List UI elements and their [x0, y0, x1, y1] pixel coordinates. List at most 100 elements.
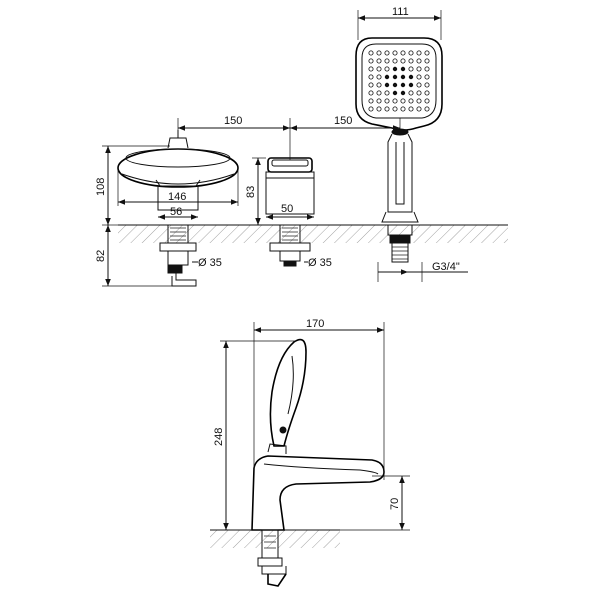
dim-spout-base: 56: [158, 206, 198, 220]
nozzle-dot: [416, 82, 422, 88]
nozzle-dot: [408, 106, 414, 112]
nozzle-dot: [368, 106, 374, 112]
nozzle-dot: [400, 74, 406, 80]
dim-label-170: 170: [306, 318, 324, 330]
dim-label-thread: G3/4": [432, 261, 460, 273]
nozzle-dot: [368, 58, 374, 64]
nozzle-dot: [408, 50, 414, 56]
nozzle-dot: [400, 66, 406, 72]
dim-label-150-left: 150: [224, 115, 242, 127]
nozzle-dot: [416, 50, 422, 56]
nozzle-dot: [376, 66, 382, 72]
dim-side-width: 170: [253, 318, 385, 480]
nozzle-dot: [400, 106, 406, 112]
nozzle-dot: [400, 98, 406, 104]
nozzle-dot: [392, 50, 398, 56]
hand-shower-front-view: [355, 37, 443, 263]
nozzle-dot: [400, 50, 406, 56]
dim-showerhead-width: 111: [357, 6, 442, 40]
dim-valve-width: 50: [266, 203, 314, 220]
dim-below-deck: 82: [95, 225, 172, 287]
nozzle-dot: [376, 106, 382, 112]
nozzle-dot: [392, 98, 398, 104]
spout-front-view: [117, 130, 239, 287]
dim-valve-height: 83: [245, 157, 266, 225]
nozzle-dot: [392, 58, 398, 64]
dim-label-111: 111: [392, 6, 409, 18]
dim-label-dia-35-right: Ø 35: [308, 257, 332, 269]
nozzle-dot: [424, 58, 430, 64]
dim-label-50: 50: [281, 203, 293, 215]
nozzle-dot: [368, 90, 374, 96]
dim-spout-width: 146: [117, 170, 239, 206]
shower-nozzles: [368, 50, 430, 112]
nozzle-dot: [368, 50, 374, 56]
nozzle-dot: [424, 82, 430, 88]
nozzle-dot: [368, 66, 374, 72]
dim-hole-right: Ø 35: [304, 257, 332, 269]
nozzle-dot: [424, 106, 430, 112]
dim-label-150-right: 150: [334, 115, 352, 127]
dim-spacing-150-right: 150: [290, 115, 401, 131]
nozzle-dot: [408, 98, 414, 104]
nozzle-dot: [392, 74, 398, 80]
nozzle-dot: [376, 50, 382, 56]
nozzle-dot: [392, 90, 398, 96]
nozzle-dot: [416, 98, 422, 104]
nozzle-dot: [424, 98, 430, 104]
dim-label-70: 70: [389, 498, 401, 510]
nozzle-dot: [392, 66, 398, 72]
nozzle-dot: [408, 74, 414, 80]
dim-label-248: 248: [213, 428, 225, 446]
nozzle-dot: [424, 66, 430, 72]
nozzle-dot: [384, 50, 390, 56]
dim-label-82: 82: [95, 250, 107, 262]
nozzle-dot: [416, 90, 422, 96]
nozzle-dot: [416, 58, 422, 64]
nozzle-dot: [384, 90, 390, 96]
nozzle-dot: [424, 90, 430, 96]
nozzle-dot: [368, 98, 374, 104]
dim-spacing-150-left: 150: [177, 115, 291, 160]
nozzle-dot: [416, 74, 422, 80]
nozzle-dot: [376, 90, 382, 96]
nozzle-dot: [368, 82, 374, 88]
nozzle-dot: [400, 58, 406, 64]
dim-thread: G3/4": [377, 261, 468, 282]
dim-label-56: 56: [170, 206, 182, 218]
nozzle-dot: [416, 106, 422, 112]
nozzle-dot: [384, 66, 390, 72]
dim-label-108: 108: [95, 178, 107, 196]
nozzle-dot: [424, 50, 430, 56]
deck-surface-side: [210, 529, 340, 548]
nozzle-dot: [408, 58, 414, 64]
nozzle-dot: [384, 74, 390, 80]
dim-label-146: 146: [168, 191, 186, 203]
dim-hole-left: Ø 35: [192, 257, 222, 269]
spout-side-view: [251, 338, 385, 587]
nozzle-dot: [424, 74, 430, 80]
nozzle-dot: [384, 58, 390, 64]
nozzle-dot: [408, 82, 414, 88]
nozzle-dot: [416, 66, 422, 72]
nozzle-dot: [376, 74, 382, 80]
nozzle-dot: [400, 90, 406, 96]
nozzle-dot: [392, 106, 398, 112]
nozzle-dot: [408, 66, 414, 72]
dim-side-spout-height: 70: [340, 475, 410, 531]
dim-label-83: 83: [245, 186, 257, 198]
nozzle-dot: [384, 82, 390, 88]
nozzle-dot: [408, 90, 414, 96]
nozzle-dot: [384, 106, 390, 112]
nozzle-dot: [376, 58, 382, 64]
nozzle-dot: [376, 98, 382, 104]
dim-side-height: 248: [213, 340, 296, 531]
nozzle-dot: [400, 82, 406, 88]
dim-label-dia-35-left: Ø 35: [198, 257, 222, 269]
nozzle-dot: [392, 82, 398, 88]
nozzle-dot: [384, 98, 390, 104]
nozzle-dot: [368, 74, 374, 80]
nozzle-dot: [376, 82, 382, 88]
